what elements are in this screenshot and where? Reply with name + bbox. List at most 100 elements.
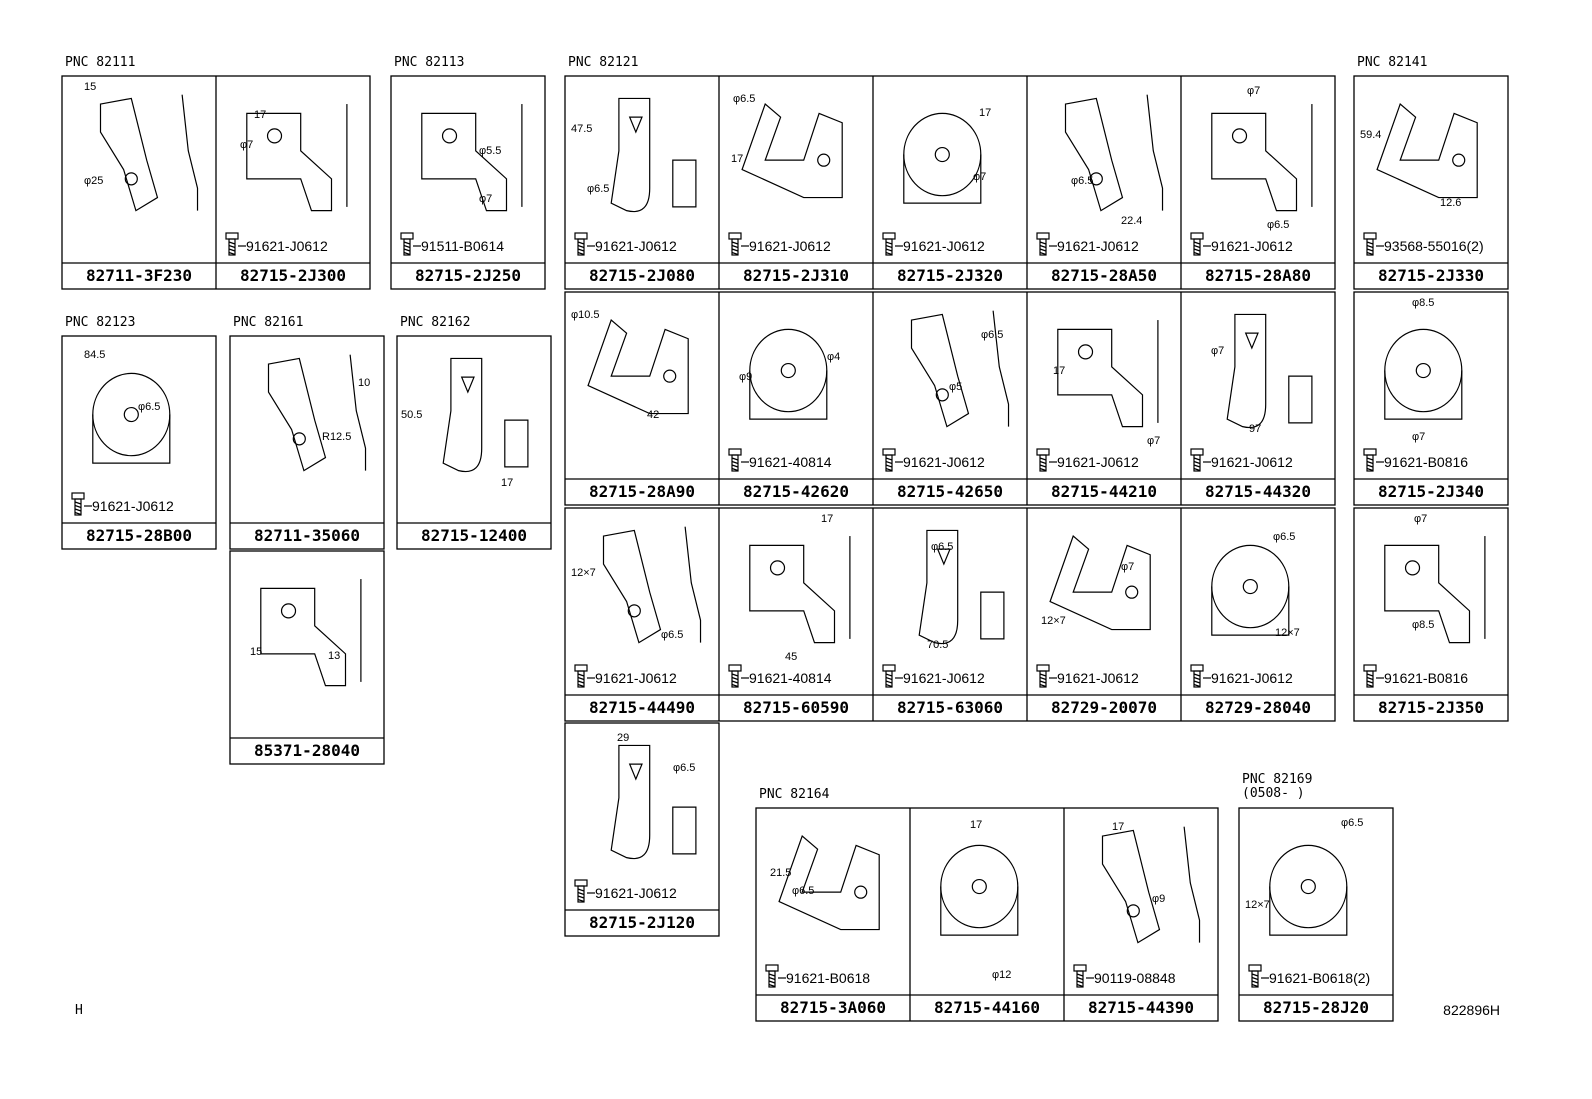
dimension-label: φ6.5 bbox=[673, 762, 695, 774]
part-number[interactable]: 82711-3F230 bbox=[86, 266, 192, 285]
part-number[interactable]: 82715-2J350 bbox=[1378, 698, 1484, 717]
part-number[interactable]: 82715-2J330 bbox=[1378, 266, 1484, 285]
bracket-drawing bbox=[903, 112, 982, 204]
part-number[interactable]: 82711-35060 bbox=[254, 526, 360, 545]
part-number[interactable]: 82715-60590 bbox=[743, 698, 849, 717]
bracket-drawing bbox=[610, 97, 697, 213]
part-number[interactable]: 82715-28A90 bbox=[589, 482, 695, 501]
dimension-label: 12×7 bbox=[1245, 899, 1270, 911]
part-number[interactable]: 82715-2J250 bbox=[415, 266, 521, 285]
hardware-part-number: 91621-B0816 bbox=[1384, 670, 1468, 686]
dimension-label: 29 bbox=[617, 732, 629, 744]
pnc-label: PNC 82169 bbox=[1242, 772, 1312, 787]
dimension-label: φ8.5 bbox=[1412, 297, 1434, 309]
part-number[interactable]: 82715-2J320 bbox=[897, 266, 1003, 285]
bracket-drawing bbox=[421, 104, 523, 212]
bracket-drawing bbox=[1384, 328, 1463, 420]
bracket-drawing bbox=[1101, 826, 1201, 944]
part-number[interactable]: 82729-28040 bbox=[1205, 698, 1311, 717]
part-number[interactable]: 82715-28A80 bbox=[1205, 266, 1311, 285]
hardware-part-number: 91621-J0612 bbox=[1057, 454, 1139, 470]
bracket-drawing bbox=[1269, 844, 1348, 936]
group-frame bbox=[229, 335, 385, 550]
part-number[interactable]: 82715-2J300 bbox=[240, 266, 346, 285]
dimension-label: φ7 bbox=[1147, 435, 1160, 447]
dimension-label: φ9 bbox=[739, 371, 752, 383]
part-number[interactable]: 82715-28J20 bbox=[1263, 998, 1369, 1017]
group-g82169: PNC 82169(0508- )φ6.512×791621-B0618(2)8… bbox=[1238, 772, 1394, 1022]
bracket-drawing bbox=[267, 354, 367, 472]
dimension-label: φ6.5 bbox=[931, 541, 953, 553]
dimension-label: φ6.5 bbox=[661, 629, 683, 641]
pnc-label: PNC 82164 bbox=[759, 787, 830, 802]
part-number[interactable]: 82715-2J120 bbox=[589, 913, 695, 932]
part-number[interactable]: 82715-12400 bbox=[421, 526, 527, 545]
group-frame bbox=[755, 807, 1219, 1022]
part-number[interactable]: 82715-2J310 bbox=[743, 266, 849, 285]
part-number[interactable]: 82715-2J080 bbox=[589, 266, 695, 285]
dimension-label: 17 bbox=[821, 513, 833, 525]
part-number[interactable]: 82715-42620 bbox=[743, 482, 849, 501]
group-frame bbox=[1353, 507, 1509, 722]
part-number[interactable]: 82715-44390 bbox=[1088, 998, 1194, 1017]
group-frame bbox=[1353, 75, 1509, 290]
part-number[interactable]: 82729-20070 bbox=[1051, 698, 1157, 717]
part-number[interactable]: 82715-44160 bbox=[934, 998, 1040, 1017]
part-number[interactable]: 82715-3A060 bbox=[780, 998, 886, 1017]
bracket-drawing bbox=[749, 536, 851, 644]
group-frame bbox=[61, 335, 217, 550]
hardware-part-number: 91511-B0614 bbox=[421, 238, 504, 254]
pnc-label: PNC 82161 bbox=[233, 315, 303, 330]
part-number[interactable]: 82715-2J340 bbox=[1378, 482, 1484, 501]
part-number[interactable]: 82715-44490 bbox=[589, 698, 695, 717]
part-number[interactable]: 85371-28040 bbox=[254, 741, 360, 760]
dimension-label: φ7 bbox=[1121, 561, 1134, 573]
bracket-drawing bbox=[749, 328, 828, 420]
hardware-part-number: 91621-B0618(2) bbox=[1269, 970, 1370, 986]
part-number[interactable]: 82715-63060 bbox=[897, 698, 1003, 717]
bracket-drawing bbox=[92, 372, 171, 464]
part-number[interactable]: 82715-28B00 bbox=[86, 526, 192, 545]
bracket-drawing bbox=[587, 319, 689, 415]
group-g82121b: φ10.54282715-28A90φ4φ991621-4081482715-4… bbox=[564, 291, 1336, 506]
part-number[interactable]: 82715-28A50 bbox=[1051, 266, 1157, 285]
part-number[interactable]: 82715-44210 bbox=[1051, 482, 1157, 501]
dimension-label: 17 bbox=[501, 477, 513, 489]
dimension-label: 17 bbox=[970, 819, 982, 831]
group-g82111: PNC 8211115φ2582711-3F23017φ791621-J0612… bbox=[61, 55, 371, 290]
part-number[interactable]: 82715-42650 bbox=[897, 482, 1003, 501]
part-number[interactable]: 82715-44320 bbox=[1205, 482, 1311, 501]
dimension-label: 15 bbox=[250, 646, 262, 658]
